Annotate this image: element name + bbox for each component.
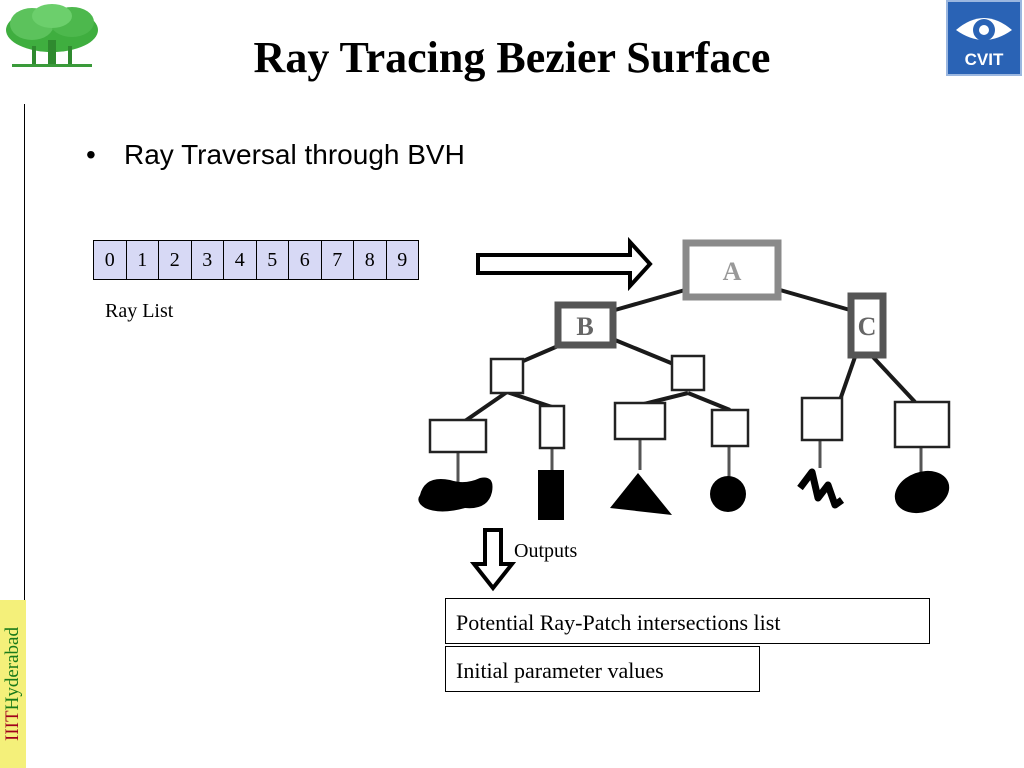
bvh-node-b xyxy=(554,301,617,349)
bvh-node-a xyxy=(682,239,782,301)
circle-shape-icon xyxy=(710,476,746,512)
output-intersections-list: Potential Ray-Patch intersections list xyxy=(445,598,930,644)
triangle-shape-icon xyxy=(610,473,672,515)
ray-cell: 3 xyxy=(190,240,224,280)
bullet-text: Ray Traversal through BVH xyxy=(124,139,465,170)
bvh-inner-nodes xyxy=(489,354,706,395)
bullet-dot-icon: • xyxy=(86,139,96,170)
side-label-part1: IIIT xyxy=(2,710,23,741)
bvh-node-c-label: C xyxy=(858,312,877,341)
logo-text: CVIT xyxy=(964,50,1004,69)
bvh-diagram: A B C xyxy=(418,236,951,520)
tree-logo-icon xyxy=(6,4,98,67)
bvh-node-b-label: B xyxy=(576,312,593,341)
bvh-node-c xyxy=(847,292,887,359)
right-arrow-icon xyxy=(476,236,653,292)
ellipse-shape-icon xyxy=(894,470,950,514)
ray-cell: 4 xyxy=(223,240,257,280)
tree-leaf-links xyxy=(456,439,923,482)
blob-shape-icon xyxy=(418,477,493,512)
bvh-leaf-boxes xyxy=(428,396,951,454)
ray-cell: 8 xyxy=(353,240,387,280)
ray-cell: 1 xyxy=(125,240,159,280)
rectangle-shape-icon xyxy=(538,470,564,520)
ray-cell: 5 xyxy=(255,240,289,280)
output-initial-parameters: Initial parameter values xyxy=(445,646,760,692)
ray-cell: 9 xyxy=(385,240,419,280)
cvit-logo: CVIT xyxy=(946,0,1022,76)
ray-cell: 6 xyxy=(288,240,322,280)
eye-icon xyxy=(956,18,1012,41)
side-label-part2: Hyderabad xyxy=(2,627,23,711)
ray-cell: 0 xyxy=(93,240,127,280)
side-band xyxy=(0,600,26,768)
ray-list-table: 0 1 2 3 4 5 6 7 8 9 xyxy=(93,240,419,280)
ray-list-label: Ray List xyxy=(105,300,174,322)
ray-cell: 2 xyxy=(158,240,192,280)
bvh-node-a-label: A xyxy=(723,257,742,286)
side-rule xyxy=(24,104,25,768)
bullet-point: • Ray Traversal through BVH xyxy=(86,139,465,171)
outputs-label: Outputs xyxy=(514,540,578,562)
down-arrow-icon xyxy=(470,528,516,592)
ray-cell: 7 xyxy=(320,240,354,280)
squiggle-shape-icon xyxy=(797,468,845,509)
slide-title: Ray Tracing Bezier Surface xyxy=(253,33,771,82)
side-label: IIITHyderabad xyxy=(2,627,24,741)
